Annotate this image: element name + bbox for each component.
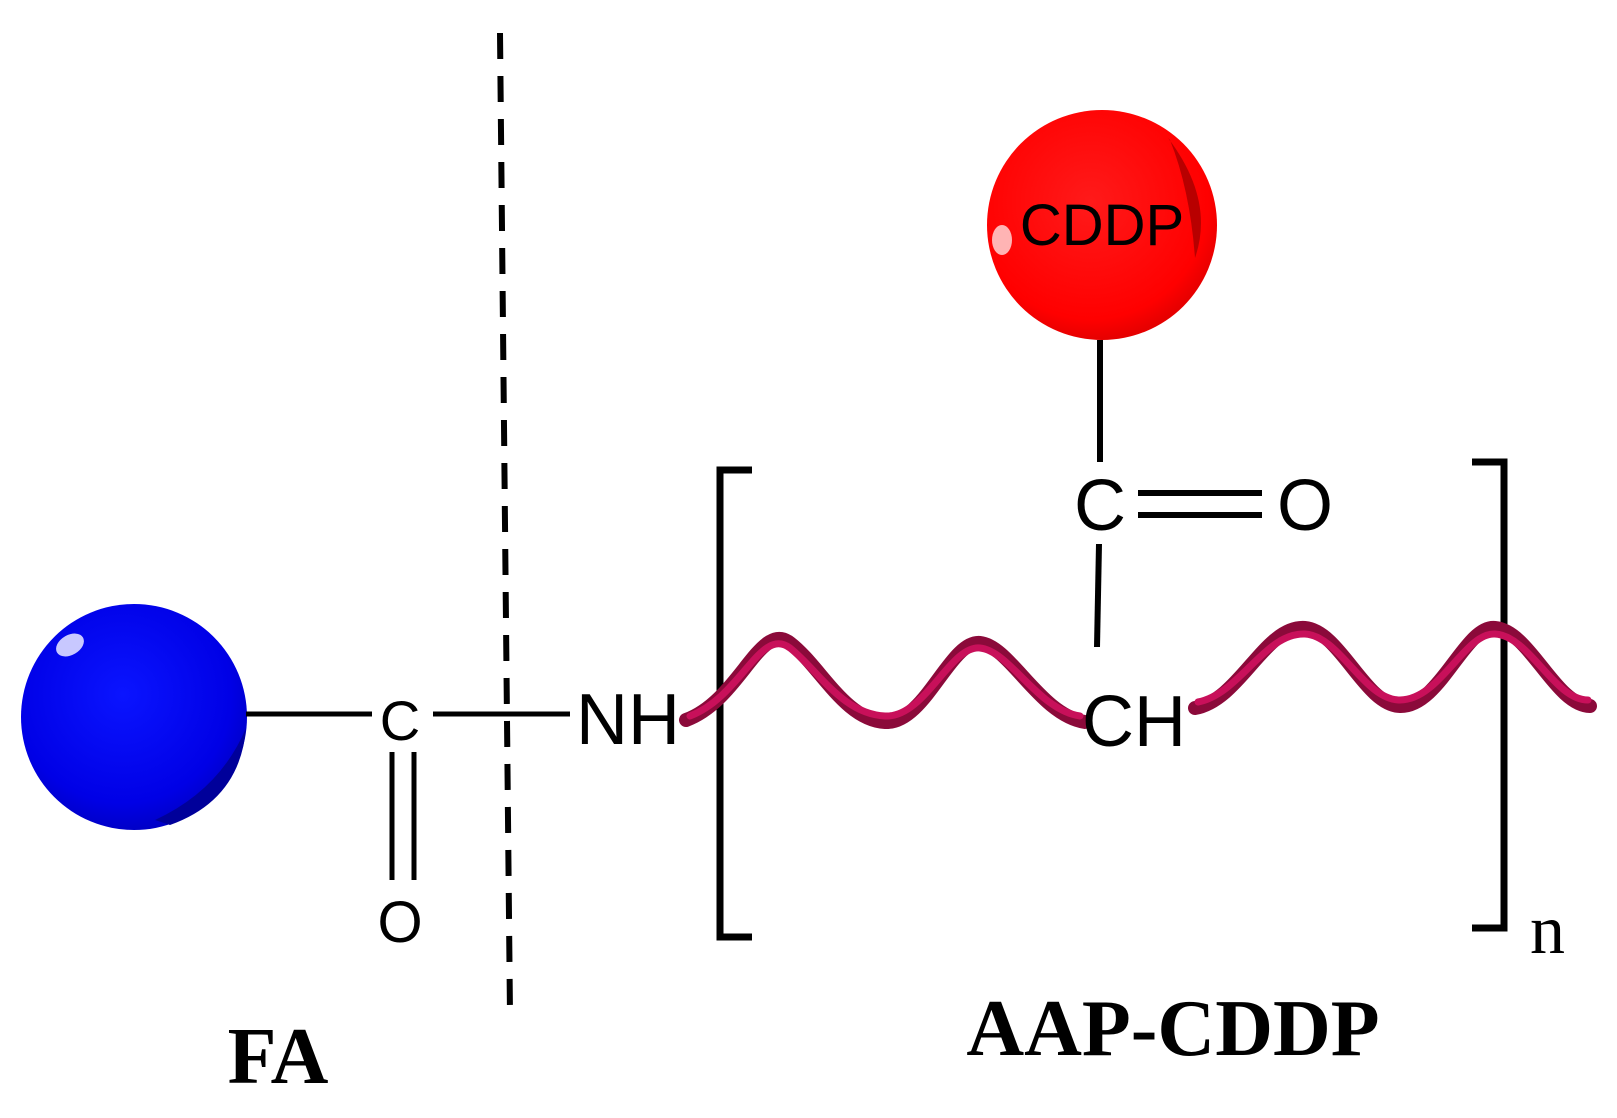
caption-fa: FA [228, 1013, 329, 1101]
caption-aap-cddp: AAP-CDDP [966, 985, 1379, 1073]
fa-sphere [21, 604, 247, 830]
atom-ch: CH [1082, 682, 1186, 762]
atom-o-left: O [377, 890, 422, 955]
atom-o-right: O [1277, 466, 1333, 546]
cddp-sphere [987, 110, 1217, 340]
dashed-divider-line [497, 32, 513, 1016]
bond-ch-to-c [1094, 543, 1102, 648]
cddp-sphere-label: CDDP [1020, 193, 1184, 258]
left-bracket [716, 466, 752, 941]
atom-nh: NH [576, 680, 680, 760]
right-bracket [1472, 458, 1508, 932]
atom-c-right: C [1074, 466, 1126, 546]
atom-c-left: C [380, 689, 420, 752]
repeat-unit-subscript: n [1530, 892, 1565, 969]
polymer-ribbon [679, 621, 1597, 729]
